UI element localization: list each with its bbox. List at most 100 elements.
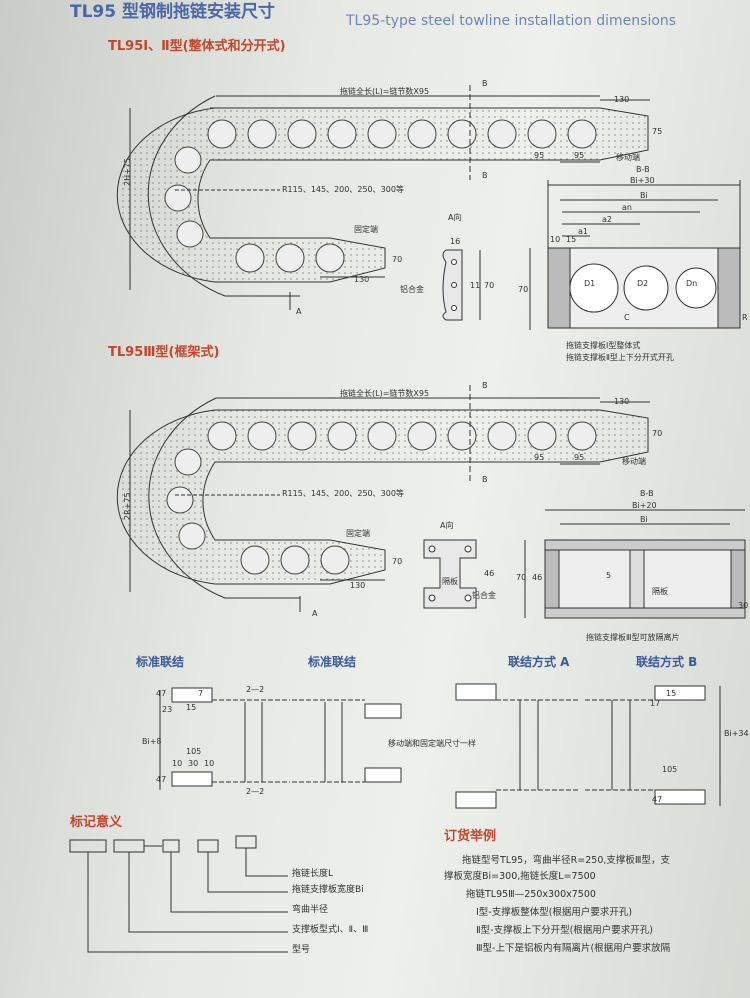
alloy-1: 铝合金	[400, 285, 424, 294]
page-title-cn: TL95 型钢制拖链安装尺寸	[70, 2, 276, 22]
a1: a1	[578, 227, 588, 236]
c-d105: 105	[186, 747, 202, 756]
height-1: 2H+75	[123, 158, 132, 186]
dim-70-1: 70	[392, 255, 403, 264]
fixed-end-2: 固定端	[346, 529, 370, 538]
dim-70-2: 70	[652, 429, 663, 438]
height-2: 2R+75	[123, 492, 132, 520]
d5: 5	[606, 571, 612, 580]
partition-label: 隔板	[442, 577, 458, 586]
marking-length: 拖链长度L	[292, 869, 334, 879]
c-d7: 7	[198, 689, 204, 698]
order-line-6: Ⅲ型-上下是铝板内有隔离片(根据用户要求放隔	[476, 943, 671, 954]
a-view-2: A向	[440, 521, 454, 530]
dim-70v: 70	[484, 281, 495, 290]
c-d47a: 47	[156, 689, 167, 698]
a-view-link-1	[442, 249, 481, 321]
chain-drawing-2	[116, 385, 650, 612]
c-d30: 30	[188, 759, 199, 768]
dim-130-top-2: 130	[614, 397, 630, 406]
bb-section-1	[529, 180, 741, 330]
c-bi8: Bi+8	[142, 737, 162, 746]
order-line-3: 拖链TL95Ⅲ—250x300x7500	[466, 889, 596, 900]
fixed-end-1: 固定端	[354, 225, 378, 234]
bb-section-2	[524, 509, 746, 619]
b-marker-bottom-2: B	[482, 475, 488, 484]
marking-diagram	[69, 835, 288, 953]
marking-plate-type: 支撑板型式Ⅰ、Ⅱ、Ⅲ	[292, 925, 369, 935]
marking-radius: 弯曲半径	[292, 905, 329, 915]
dim-130-bottom-2: 130	[350, 581, 366, 590]
dim-11: 11	[470, 281, 481, 290]
c-d10: 10	[172, 759, 183, 768]
c-d17: 17	[650, 699, 661, 708]
b-marker-bottom-1: B	[482, 171, 488, 180]
section-2-title: TL95Ⅲ型(框架式)	[108, 345, 220, 360]
section-1-title: TL95Ⅰ、Ⅱ型(整体式和分开式)	[108, 39, 286, 54]
radius-1: R115、145、200、250、300等	[282, 185, 404, 194]
d70-1: 70	[518, 285, 529, 294]
d15: 15	[566, 235, 577, 244]
dim-16: 16	[450, 237, 461, 246]
bi20: Bi+20	[632, 501, 657, 510]
a-view-1: A向	[448, 213, 462, 222]
bi-1: Bi	[640, 191, 648, 200]
c-d23: 23	[162, 705, 173, 714]
bb-label-1: B-B	[636, 165, 650, 174]
a-view-link-2	[423, 539, 477, 609]
c-d15b: 15	[666, 689, 677, 698]
marking-width: 拖链支撑板宽度Bi	[292, 885, 364, 895]
c-note-same: 移动端和固定端尺寸一样	[388, 739, 476, 748]
marking-title: 标记意义	[70, 815, 123, 830]
dim-95a-1: 95	[534, 151, 545, 160]
c-d47b: 47	[156, 775, 167, 784]
bi30: Bi+30	[630, 176, 655, 185]
a2: a2	[602, 215, 612, 224]
c-section-22a: 2—2	[246, 685, 265, 694]
C: C	[624, 313, 630, 322]
order-line-4: Ⅰ型-支撑板整体型(根据用户要求开孔)	[476, 907, 633, 918]
order-line-2: 撑板宽度Bi=300,拖链长度L=7500	[444, 871, 596, 882]
D2: D2	[637, 279, 649, 288]
c-bi34: Bi+34	[724, 729, 749, 738]
moving-end-1: 移动端	[616, 153, 640, 162]
b-marker-top-2: B	[482, 381, 488, 390]
a-marker-1: A	[296, 307, 302, 316]
dim-95b-2: 95	[574, 453, 585, 462]
c-d10b: 10	[204, 759, 215, 768]
note-type-1: 拖链支撑板Ⅰ型整体式	[566, 341, 641, 350]
marking-model: 型号	[292, 945, 311, 955]
dim-46: 46	[484, 569, 495, 578]
dim-70b-2: 70	[392, 557, 403, 566]
d46-2: 46	[532, 573, 543, 582]
std-connection-1: 标准联结	[136, 655, 185, 669]
c-d47c: 47	[652, 795, 663, 804]
separator-label: 隔板	[652, 587, 668, 596]
dim-130-bottom-1: 130	[354, 275, 370, 284]
a-marker-2: A	[312, 609, 318, 618]
moving-end-2: 移动端	[622, 457, 646, 466]
bi-2: Bi	[640, 515, 648, 524]
chain-drawing-1	[116, 85, 650, 310]
connection-mode-a: 联结方式 A	[508, 655, 570, 669]
R: R	[742, 313, 748, 322]
order-line-1: 拖链型号TL95，弯曲半径R=250,支撑板Ⅲ型，支	[462, 855, 670, 866]
c-section-22b: 2—2	[246, 787, 265, 796]
order-title: 订货举例	[444, 829, 497, 844]
connection-mode-b: 联结方式 B	[636, 655, 698, 669]
d70-2: 70	[516, 573, 527, 582]
total-length-2: 拖链全长(L)=链节数X95	[340, 389, 430, 398]
D1: D1	[584, 279, 596, 288]
dim-75-1: 75	[652, 127, 663, 136]
dim-95a-2: 95	[534, 453, 545, 462]
dim-130-top-1: 130	[614, 95, 630, 104]
c-d15: 15	[186, 703, 197, 712]
d10: 10	[550, 235, 561, 244]
note-type-2: 拖链支撑板Ⅱ型上下分开式开孔	[566, 353, 674, 362]
order-line-5: Ⅱ型-支撑板上下分开型(根据用户要求开孔)	[476, 925, 654, 936]
note-type-3: 拖链支撑板Ⅲ型可放隔离片	[586, 633, 680, 642]
dim-95b-1: 95	[574, 151, 585, 160]
std-connection-2: 标准联结	[308, 655, 357, 669]
